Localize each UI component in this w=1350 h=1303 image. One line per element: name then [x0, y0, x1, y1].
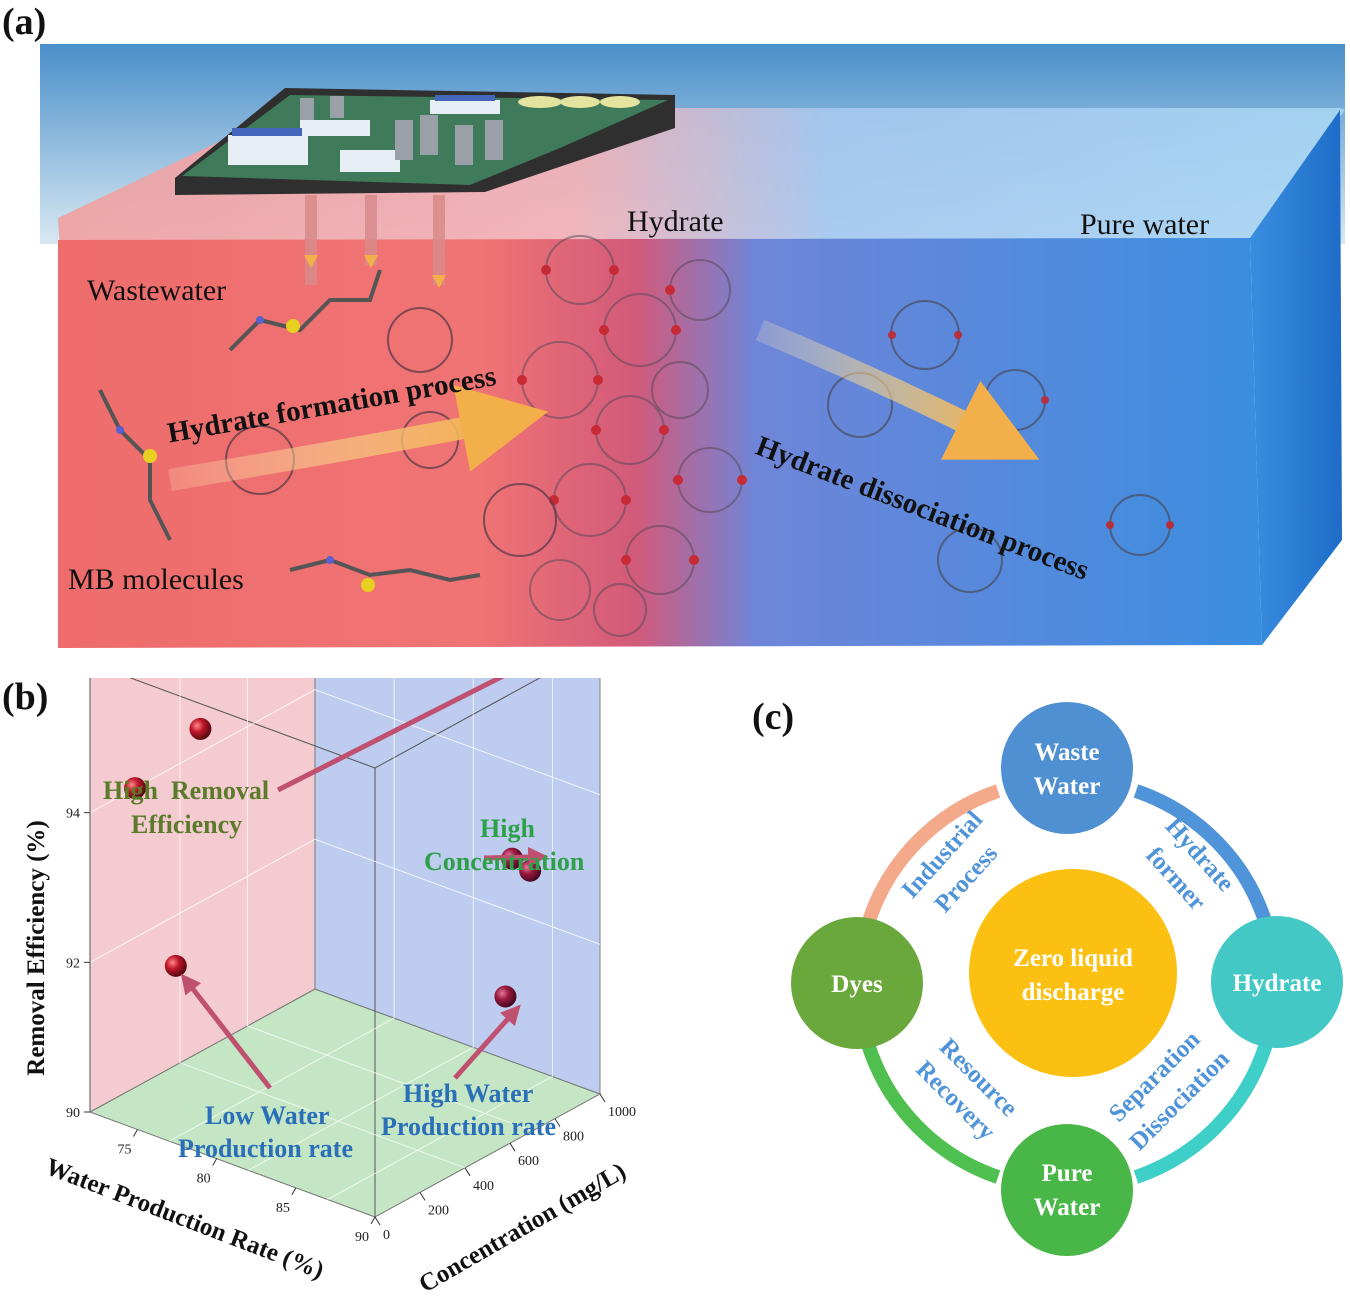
panel-c-label: (c) — [752, 696, 795, 738]
y-tick — [419, 1192, 426, 1201]
node-waste-water — [1001, 702, 1133, 834]
x-tick-label: 85 — [276, 1201, 290, 1216]
gridline — [179, 678, 466, 1169]
y-axis-title: Concentration (mg/L) — [415, 1158, 631, 1298]
x-tick — [370, 1216, 376, 1225]
y-tick — [509, 1142, 516, 1152]
ann-high-conc-2: Concentration — [424, 847, 585, 876]
ann-high-conc-1: High — [480, 814, 535, 843]
center-text-1: Zero liquid — [1013, 945, 1133, 972]
node-pure-water — [1001, 1124, 1133, 1256]
panel-b-label: (b) — [2, 676, 49, 718]
y-tick-label: 400 — [473, 1179, 494, 1194]
label-wastewater: Wastewater — [87, 274, 227, 307]
box-edge — [374, 678, 541, 769]
label-pure-water: Pure water — [1080, 208, 1210, 241]
x-tick-label: 80 — [197, 1172, 211, 1187]
ann-low-water-1: Low Water — [205, 1101, 330, 1130]
ann-high-water-1: High Water — [403, 1079, 534, 1108]
data-point — [494, 985, 517, 1008]
x-tick-label: 90 — [355, 1230, 369, 1245]
data-point — [124, 777, 146, 800]
ann-high-removal-2: Efficiency — [131, 810, 243, 839]
label-hydrate: Hydrate — [627, 205, 724, 238]
dyes-text: Dyes — [831, 971, 883, 998]
y-tick-label: 600 — [518, 1154, 539, 1169]
box-edge — [129, 678, 376, 769]
z-axis-title: Removal Efficiency (%) — [23, 820, 50, 1075]
gridline — [327, 678, 553, 1200]
annotation-arrow — [483, 847, 549, 868]
gridline — [247, 678, 533, 1132]
y-tick-label: 800 — [563, 1130, 584, 1145]
hydrate-text: Hydrate — [1233, 970, 1322, 997]
z-tick-label: 92 — [66, 956, 80, 971]
y-tick — [599, 1093, 606, 1103]
y-tick — [554, 1118, 561, 1127]
center-text-2: discharge — [1022, 979, 1125, 1006]
gridline — [89, 838, 601, 963]
node-zero-liquid — [969, 869, 1177, 1077]
y-tick — [464, 1167, 471, 1177]
x-tick — [212, 1158, 218, 1166]
x-tick — [133, 1129, 138, 1137]
ann-high-removal-1: High Removal — [103, 776, 270, 805]
arc-former — [1133, 784, 1273, 927]
data-point — [164, 954, 187, 977]
x-tick-label: 75 — [118, 1143, 132, 1158]
ann-high-water-2: Production rate — [381, 1112, 556, 1141]
annotation-arrow — [180, 973, 272, 1090]
label-mb-molecules: MB molecules — [68, 563, 244, 596]
panel-c-cycle-diagram: Waste Water Hydrate Pure Water Dyes Zero… — [791, 702, 1343, 1256]
panel-a-illustration — [40, 44, 1345, 648]
z-tick-label: 94 — [66, 807, 80, 822]
waste-text-2: Water — [1034, 773, 1101, 800]
ann-low-water-2: Production rate — [178, 1134, 353, 1163]
panel-b-3d-scatter: 909294967580859002004006008001000Removal… — [23, 678, 636, 1298]
arc-separation — [1133, 1041, 1273, 1184]
waste-text-1: Waste — [1034, 739, 1099, 766]
node-hydrate — [1211, 916, 1343, 1048]
arc-industrial — [861, 784, 1001, 927]
annotation-arrow — [276, 678, 505, 793]
annotation-arrow — [453, 1004, 521, 1080]
gridline — [89, 689, 601, 814]
y-tick-label: 200 — [428, 1203, 449, 1218]
y-tick — [374, 1216, 381, 1226]
gridline — [168, 678, 395, 1142]
gridline — [248, 678, 474, 1171]
y-tick-label: 0 — [383, 1228, 390, 1243]
pure-text-2: Water — [1034, 1194, 1101, 1221]
pure-text-1: Pure — [1042, 1160, 1093, 1187]
data-point — [189, 717, 212, 740]
arc-resource — [861, 1041, 1001, 1184]
x-tick — [291, 1187, 297, 1196]
node-dyes — [791, 917, 923, 1049]
z-tick-label: 90 — [66, 1106, 80, 1121]
y-tick-label: 1000 — [608, 1105, 636, 1120]
panel-a-label: (a) — [2, 1, 47, 43]
